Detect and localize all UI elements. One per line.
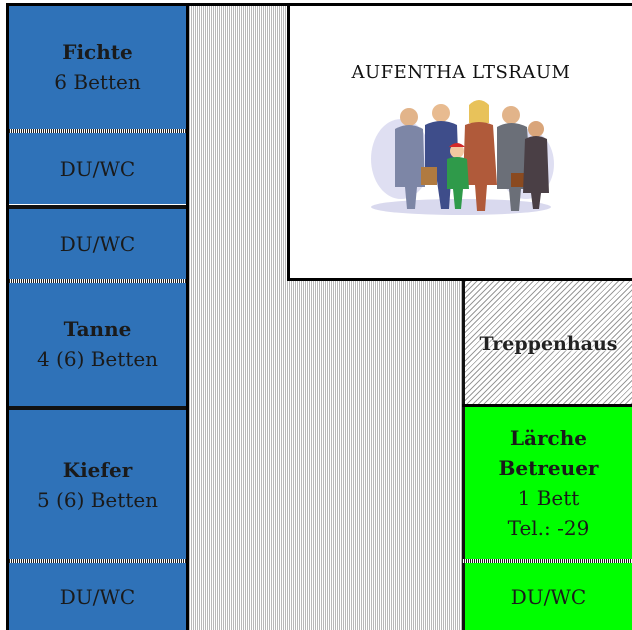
- wall: [186, 5, 189, 630]
- room-duwc-3-label: DU/WC: [59, 584, 136, 609]
- wall: [462, 404, 632, 407]
- room-fichte-beds: 6 Betten: [54, 70, 141, 94]
- separator: [9, 404, 186, 410]
- separator: [9, 559, 186, 563]
- room-duwc-2-label: DU/WC: [59, 232, 136, 256]
- room-duwc-2: DU/WC: [9, 209, 186, 279]
- room-laerche: Lärche Betreuer 1 Bett Tel.: -29: [462, 407, 632, 559]
- aufenthaltsraum-label: AUFENTHA LTSRAUM: [351, 62, 571, 83]
- treppenhaus-label: Treppenhaus: [479, 332, 618, 355]
- room-fichte-name: Fichte: [62, 40, 133, 64]
- wall: [287, 278, 632, 281]
- separator: [9, 129, 186, 133]
- room-duwc-3: DU/WC: [9, 563, 186, 630]
- room-laerche-beds: 1 Bett: [517, 486, 580, 510]
- corridor: [287, 281, 462, 630]
- corridor: [189, 5, 287, 630]
- room-laerche-role: Betreuer: [498, 456, 599, 480]
- room-kiefer-beds: 5 (6) Betten: [36, 487, 159, 512]
- room-tanne: Tanne 4 (6) Betten: [9, 283, 186, 404]
- wall: [6, 5, 9, 630]
- room-kiefer-name: Kiefer: [62, 457, 133, 482]
- room-fichte: Fichte 6 Betten: [9, 5, 186, 129]
- room-duwc-4-label: DU/WC: [510, 584, 587, 609]
- room-duwc-1: DU/WC: [9, 133, 186, 204]
- room-laerche-name: Lärche: [509, 426, 587, 450]
- room-kiefer: Kiefer 5 (6) Betten: [9, 410, 186, 559]
- room-tanne-name: Tanne: [63, 316, 132, 341]
- separator: [9, 279, 186, 283]
- room-treppenhaus: Treppenhaus: [462, 281, 632, 406]
- room-duwc-4: DU/WC: [462, 563, 632, 630]
- group-of-people-clipart: [371, 100, 554, 215]
- separator: [9, 204, 186, 209]
- separator: [462, 559, 632, 563]
- room-duwc-1-label: DU/WC: [59, 156, 136, 181]
- wall: [6, 3, 189, 6]
- room-tanne-beds: 4 (6) Betten: [36, 346, 159, 371]
- room-laerche-phone: Tel.: -29: [507, 516, 590, 540]
- room-aufenthaltsraum: AUFENTHA LTSRAUM: [287, 6, 632, 281]
- wall: [189, 3, 632, 6]
